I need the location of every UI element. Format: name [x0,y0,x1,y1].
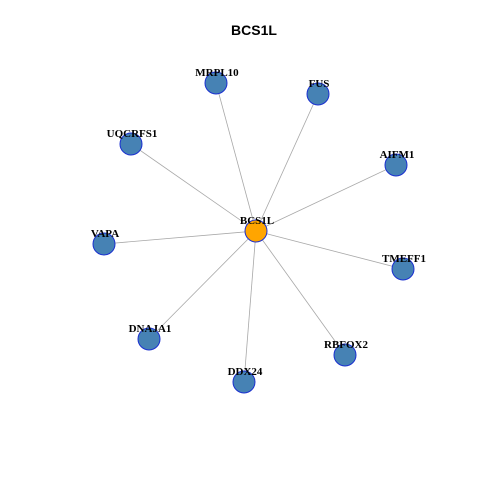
node-label-mrpl10: MRPL10 [195,67,239,79]
node-dnaja1 [137,327,161,351]
node-aifm1 [384,153,408,177]
diagram-title: BCS1L [231,22,277,38]
edge-bcs1l-ddx24 [243,230,257,383]
edge-bcs1l-vapa [103,230,257,245]
node-ddx24 [232,370,256,394]
node-label-fus: FUS [309,78,330,90]
node-label-vapa: VAPA [91,228,119,240]
edge-bcs1l-aifm1 [255,164,397,232]
node-mrpl10 [204,71,228,95]
edge-bcs1l-uqcrfs1 [130,143,257,232]
node-label-tmeff1: TMEFF1 [382,253,426,265]
node-vapa [92,232,116,256]
node-label-aifm1: AIFM1 [380,149,415,161]
node-label-dnaja1: DNAJA1 [129,323,172,335]
edge-bcs1l-tmeff1 [255,230,404,270]
edges-layer [103,82,404,383]
node-label-uqcrfs1: UQCRFS1 [107,128,158,140]
edge-bcs1l-fus [255,93,319,232]
edge-bcs1l-mrpl10 [215,82,257,232]
node-rbfox2 [333,343,357,367]
edge-bcs1l-dnaja1 [148,230,257,340]
node-label-rbfox2: RBFOX2 [324,339,369,351]
hub-label-bcs1l: BCS1L [240,215,274,227]
node-fus [306,82,330,106]
node-uqcrfs1 [119,132,143,156]
nodes-layer [92,71,415,394]
edge-bcs1l-rbfox2 [255,230,346,356]
hub-node-bcs1l [244,219,268,243]
node-label-ddx24: DDX24 [228,366,263,378]
node-tmeff1 [391,257,415,281]
